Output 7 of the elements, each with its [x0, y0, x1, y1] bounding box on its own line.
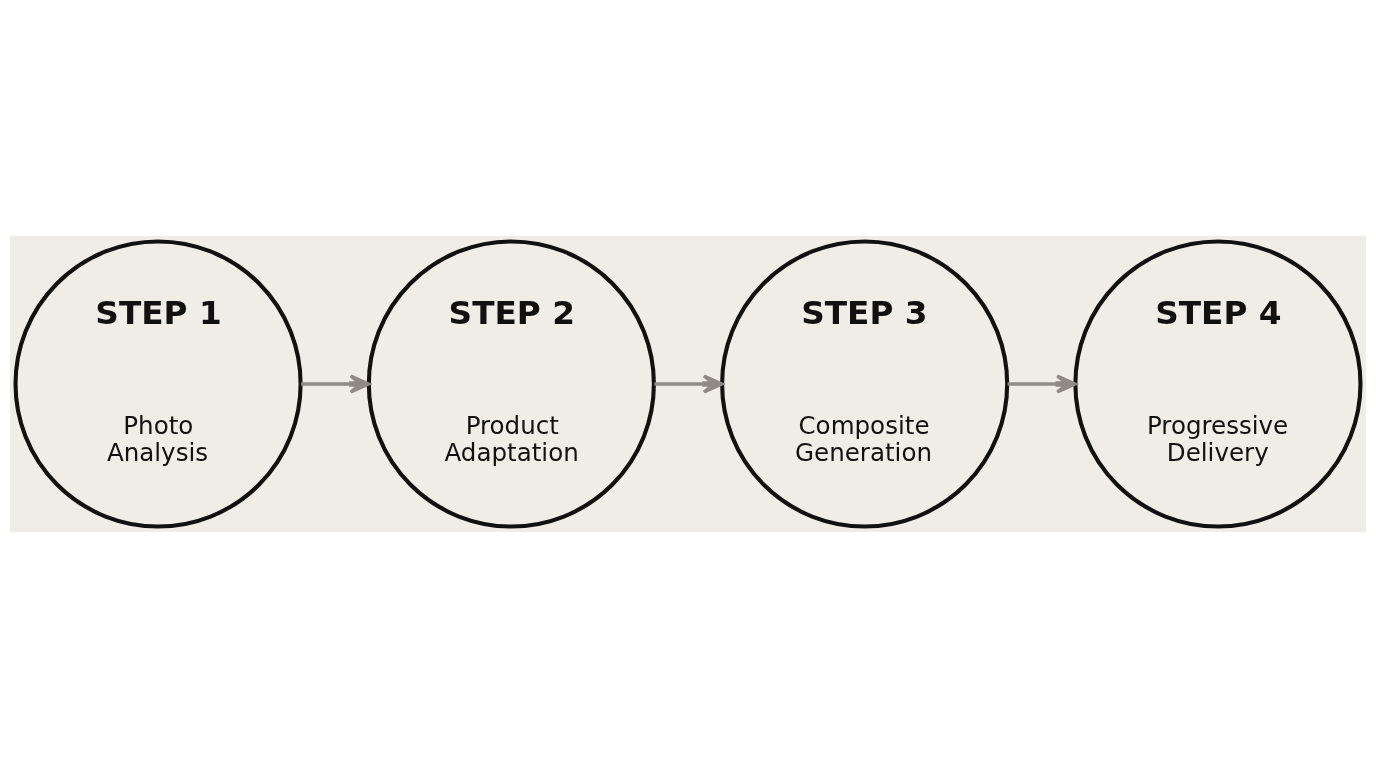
node-circle: STEP 3 Composite Generation [720, 239, 1010, 529]
arrow [654, 374, 724, 394]
node-circle: STEP 4 Progressive Delivery [1073, 239, 1363, 529]
arrow [1007, 374, 1077, 394]
arrow [301, 374, 371, 394]
node-circle: STEP 2 Product Adaptation [366, 239, 656, 529]
node-circle: STEP 1 Photo Analysis [13, 239, 303, 529]
